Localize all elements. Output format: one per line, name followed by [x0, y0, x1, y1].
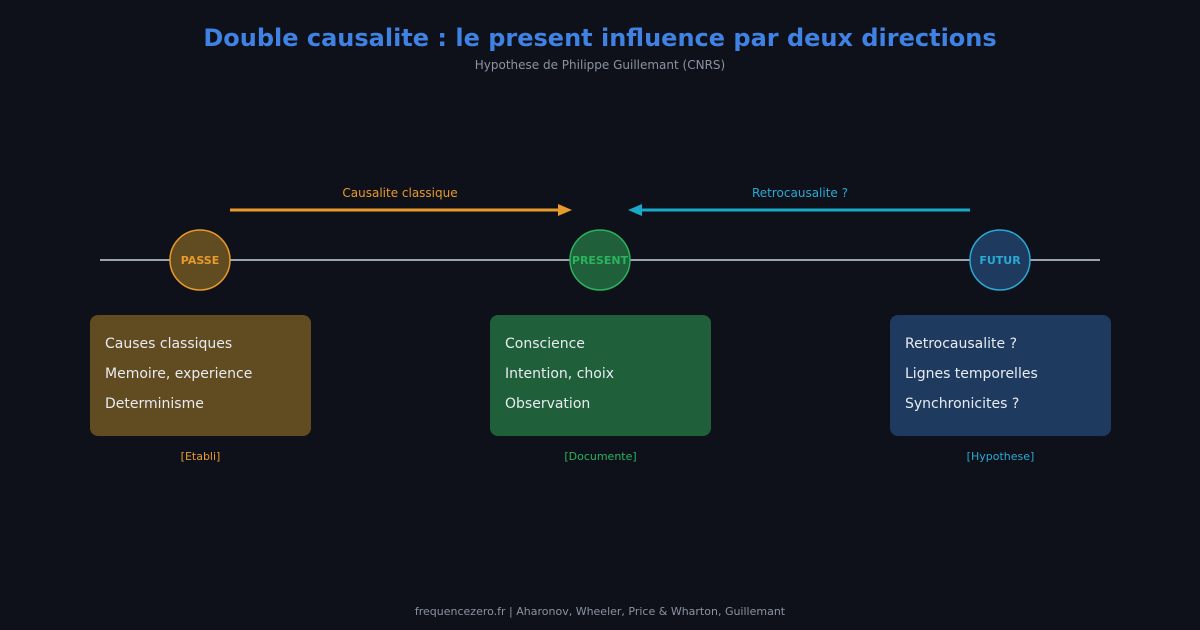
passe-item: Memoire, experience — [105, 366, 253, 382]
futur-item: Lignes temporelles — [905, 366, 1038, 382]
footer-credits: frequencezero.fr | Aharonov, Wheeler, Pr… — [414, 605, 786, 618]
arrow-label-classic: Causalite classique — [342, 186, 457, 200]
arrow-label-retro: Retrocausalite ? — [752, 186, 848, 200]
passe-box: Causes classiques Memoire, experience De… — [90, 315, 311, 436]
page-title: Double causalite : le present influence … — [203, 24, 997, 52]
present-item: Intention, choix — [505, 366, 615, 382]
node-present-label: PRESENT — [572, 254, 629, 267]
present-status: [Documente] — [564, 450, 637, 463]
node-passe — [169, 229, 231, 291]
futur-item: Retrocausalite ? — [905, 336, 1017, 352]
futur-item: Synchronicites ? — [905, 396, 1020, 412]
classic-arrow-head — [558, 204, 572, 216]
node-futur-label: FUTUR — [979, 254, 1021, 267]
node-passe-label: PASSE — [181, 254, 219, 267]
futur-box: Retrocausalite ? Lignes temporelles Sync… — [890, 315, 1111, 436]
node-present — [569, 229, 631, 291]
page-subtitle: Hypothese de Philippe Guillemant (CNRS) — [474, 58, 726, 72]
passe-status: [Etabli] — [180, 450, 221, 463]
present-box: Conscience Intention, choix Observation — [490, 315, 711, 436]
passe-item: Causes classiques — [105, 336, 233, 352]
present-item: Observation — [505, 396, 591, 412]
present-item: Conscience — [505, 336, 585, 352]
futur-status: [Hypothese] — [966, 450, 1035, 463]
passe-item: Determinisme — [105, 396, 204, 412]
node-futur — [969, 229, 1031, 291]
retro-arrow-head — [628, 204, 642, 216]
